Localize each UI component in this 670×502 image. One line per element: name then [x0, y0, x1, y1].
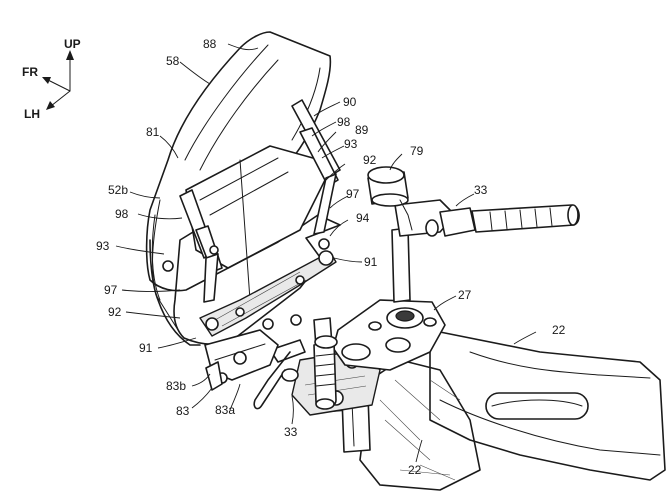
- callout-58: 58: [166, 54, 180, 68]
- callout-83: 83: [176, 404, 190, 418]
- callout-83b: 83b: [166, 379, 187, 393]
- body-cowl: [359, 329, 666, 491]
- callout-94: 94: [356, 211, 370, 225]
- left-hand-axis-label: LH: [24, 107, 40, 121]
- callout-98-upper: 98: [337, 115, 351, 129]
- callout-89: 89: [355, 123, 369, 137]
- leader-lines: [115, 43, 537, 463]
- callout-22-upper: 22: [552, 323, 566, 337]
- callout-93-upper: 93: [344, 137, 358, 151]
- callout-97-right: 97: [346, 187, 360, 201]
- callout-79: 79: [410, 144, 424, 158]
- callout-52b: 52b: [108, 183, 129, 197]
- callout-22-lower: 22: [408, 463, 422, 477]
- callout-33-upper: 33: [474, 183, 488, 197]
- callout-27: 27: [458, 288, 472, 302]
- brake-reservoir: [367, 166, 413, 231]
- handlebar-right: [391, 199, 580, 303]
- callout-92-upper: 92: [363, 153, 377, 167]
- front-axis-label: FR: [22, 65, 38, 79]
- up-axis-label: UP: [64, 37, 81, 51]
- callout-98-left: 98: [115, 207, 129, 221]
- callout-33-lower: 33: [284, 425, 298, 439]
- callout-97-left: 97: [104, 283, 118, 297]
- callout-88: 88: [203, 37, 217, 51]
- orientation-axes: [42, 50, 74, 110]
- callout-93-left: 93: [96, 239, 110, 253]
- callout-92-left: 92: [108, 305, 122, 319]
- callout-90: 90: [343, 95, 357, 109]
- handlebar-left: [253, 317, 338, 410]
- top-bridge: [332, 299, 446, 371]
- callout-81: 81: [146, 125, 160, 139]
- mounting-stay: [204, 329, 279, 391]
- callout-91-left: 91: [139, 341, 153, 355]
- stay-brackets: [162, 99, 341, 337]
- callout-91-right: 91: [364, 255, 378, 269]
- callout-83a: 83a: [215, 403, 236, 417]
